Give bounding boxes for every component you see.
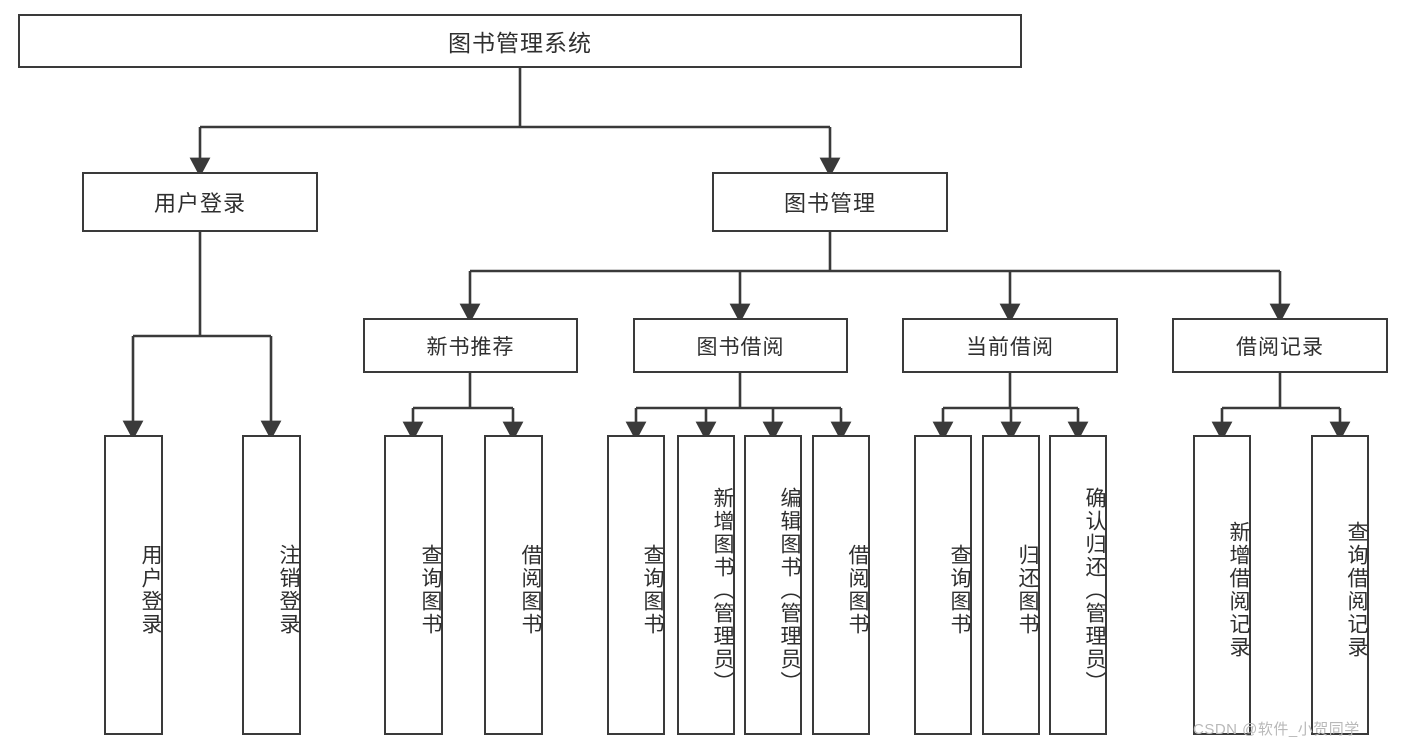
- leaf-book-borrow-add[interactable]: 新增图书（管理员）: [677, 435, 735, 735]
- node-label: 注销登录: [277, 544, 300, 636]
- node-label: 查询借阅记录: [1345, 521, 1368, 659]
- watermark-text: CSDN @软件_小贺同学: [1193, 721, 1360, 738]
- node-new-book-recommend[interactable]: 新书推荐: [363, 318, 578, 373]
- node-borrow-record[interactable]: 借阅记录: [1172, 318, 1388, 373]
- node-label: 图书借阅: [696, 335, 785, 359]
- node-label: 新增图书（管理员）: [711, 486, 734, 694]
- leaf-current-borrow-confirm-return[interactable]: 确认归还（管理员）: [1049, 435, 1107, 735]
- node-label: 新增借阅记录: [1227, 521, 1250, 659]
- node-label: 查询图书: [419, 544, 442, 636]
- leaf-new-book-borrow[interactable]: 借阅图书: [484, 435, 543, 735]
- node-label: 编辑图书（管理员）: [778, 486, 801, 694]
- node-label: 借阅图书: [519, 544, 542, 636]
- leaf-current-borrow-return[interactable]: 归还图书: [982, 435, 1040, 735]
- node-root-system[interactable]: 图书管理系统: [18, 14, 1022, 68]
- node-label: 图书管理系统: [448, 30, 592, 56]
- leaf-borrow-record-query[interactable]: 查询借阅记录: [1311, 435, 1369, 735]
- node-current-borrow[interactable]: 当前借阅: [902, 318, 1118, 373]
- leaf-borrow-record-add[interactable]: 新增借阅记录: [1193, 435, 1251, 735]
- node-label: 确认归还（管理员）: [1083, 486, 1106, 694]
- node-label: 新书推荐: [426, 335, 515, 359]
- node-book-management[interactable]: 图书管理: [712, 172, 948, 232]
- node-book-borrow[interactable]: 图书借阅: [633, 318, 848, 373]
- leaf-user-login-login[interactable]: 用户登录: [104, 435, 163, 735]
- node-label: 用户登录: [153, 191, 246, 216]
- leaf-book-borrow-borrow[interactable]: 借阅图书: [812, 435, 870, 735]
- node-label: 查询图书: [948, 544, 971, 636]
- node-label: 借阅记录: [1236, 335, 1324, 359]
- leaf-user-login-logout[interactable]: 注销登录: [242, 435, 301, 735]
- node-label: 图书管理: [783, 191, 876, 216]
- node-label: 用户登录: [139, 544, 162, 636]
- leaf-current-borrow-query[interactable]: 查询图书: [914, 435, 972, 735]
- leaf-book-borrow-edit[interactable]: 编辑图书（管理员）: [744, 435, 802, 735]
- node-label: 查询图书: [641, 544, 664, 636]
- node-label: 归还图书: [1016, 544, 1039, 636]
- leaf-book-borrow-query[interactable]: 查询图书: [607, 435, 665, 735]
- leaf-new-book-query[interactable]: 查询图书: [384, 435, 443, 735]
- node-user-login[interactable]: 用户登录: [82, 172, 318, 232]
- csdn-watermark: CSDN @软件_小贺同学: [1193, 718, 1360, 739]
- node-label: 借阅图书: [846, 544, 869, 636]
- node-label: 当前借阅: [966, 335, 1054, 359]
